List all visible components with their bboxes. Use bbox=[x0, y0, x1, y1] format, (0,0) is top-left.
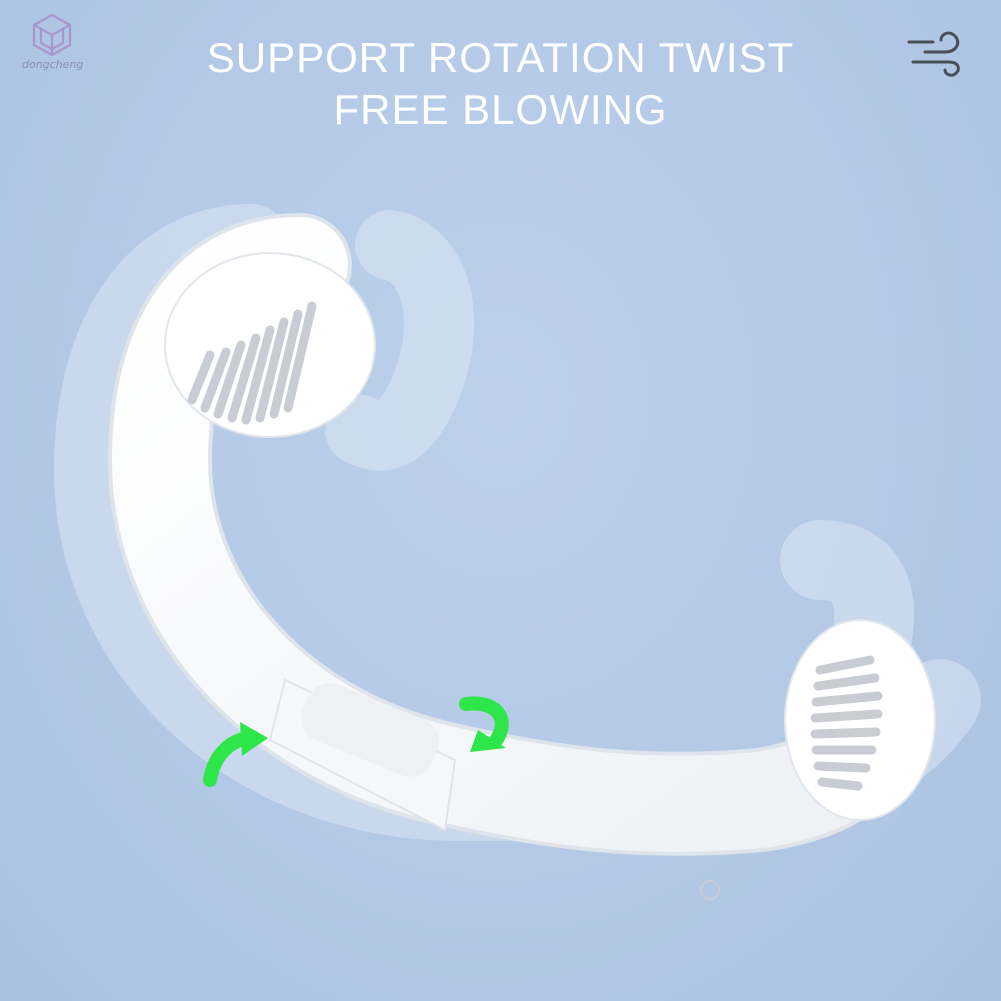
left-fan-head bbox=[164, 252, 376, 438]
headline-line-2: FREE BLOWING bbox=[333, 86, 668, 133]
cube-logo-icon bbox=[32, 13, 72, 57]
rotation-arrow-left-icon bbox=[203, 722, 268, 787]
brand-logo-text: dongcheng bbox=[22, 58, 84, 71]
rotation-arrow-right-icon bbox=[459, 696, 509, 752]
brand-logo: dongcheng bbox=[22, 12, 84, 71]
headline: SUPPORT ROTATION TWIST FREE BLOWING bbox=[0, 32, 1001, 136]
headline-line-1: SUPPORT ROTATION TWIST bbox=[206, 34, 795, 81]
right-fan-head bbox=[784, 619, 936, 821]
wind-icon bbox=[907, 31, 960, 77]
